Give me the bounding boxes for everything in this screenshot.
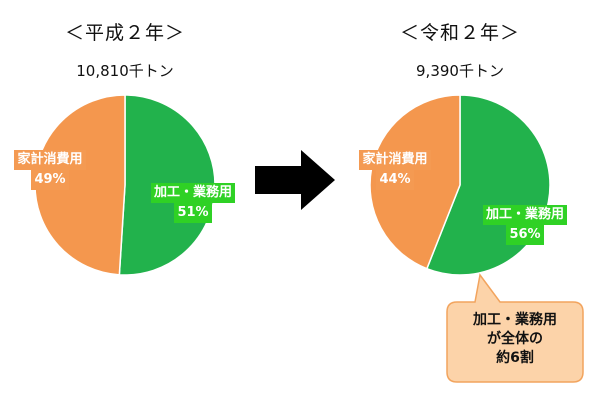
slice-category-label: 家計消費用 — [359, 150, 431, 170]
callout-line: 約6割 — [496, 350, 534, 366]
callout-text: 加工・業務用 が全体の 約6割 — [455, 311, 575, 368]
slice-percent-label: 49% — [31, 170, 69, 190]
chart-title: ＜令和２年＞ — [399, 22, 520, 44]
callout-line: が全体の — [487, 331, 543, 347]
slice-category-label: 加工・業務用 — [482, 205, 567, 225]
callout-line: 加工・業務用 — [473, 312, 557, 328]
slice-label-processing: 加工・業務用 56% — [475, 205, 575, 245]
slice-label-household: 家計消費用 44% — [355, 150, 435, 190]
pie-chart-reiwa2: ＜令和２年＞ 9,390千トン 家計消費用 44% 加工・業務用 56% — [345, 0, 575, 300]
callout-bubble — [446, 273, 584, 383]
total-volume-label: 10,810千トン — [76, 62, 174, 80]
slice-percent-label: 51% — [174, 203, 212, 223]
chart-title: ＜平成２年＞ — [64, 22, 185, 44]
slice-percent-label: 56% — [506, 225, 544, 245]
right-arrow-icon — [255, 150, 335, 210]
slice-category-label: 加工・業務用 — [150, 183, 235, 203]
slice-percent-label: 44% — [376, 170, 414, 190]
total-volume-label: 9,390千トン — [416, 62, 504, 80]
slice-label-household: 家計消費用 49% — [10, 150, 90, 190]
pie-chart-heisei2: ＜平成２年＞ 10,810千トン 家計消費用 49% 加工・業務用 51% — [10, 0, 240, 300]
slice-category-label: 家計消費用 — [14, 150, 86, 170]
slice-label-processing: 加工・業務用 51% — [143, 183, 243, 223]
